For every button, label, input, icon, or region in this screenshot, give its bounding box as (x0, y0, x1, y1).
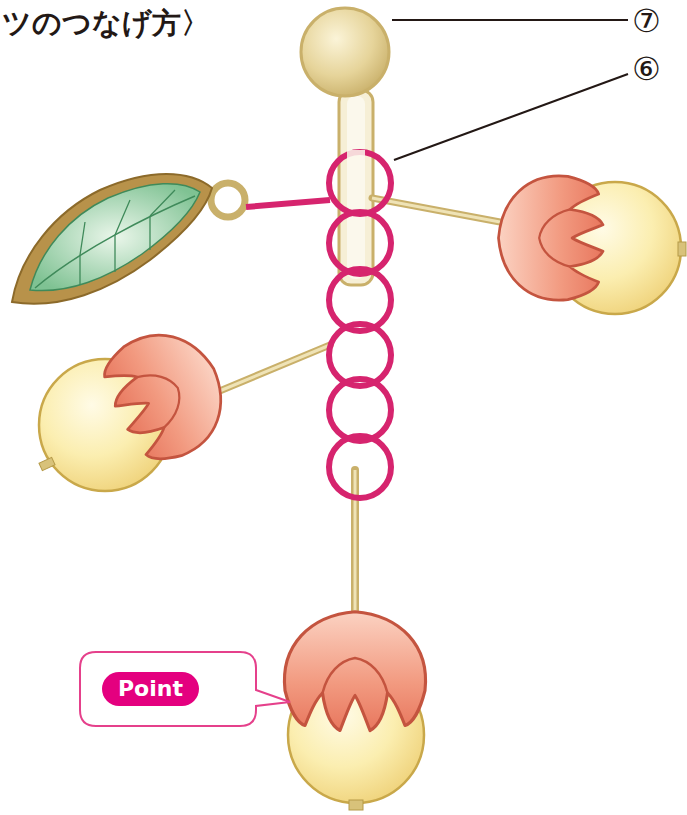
head-pin-front (347, 150, 365, 170)
flower-bead (39, 314, 243, 491)
pin-shine (354, 470, 357, 630)
flower-bead (284, 612, 425, 810)
jump-rings (329, 152, 391, 498)
leaf-charm (12, 174, 245, 304)
section-title: ツのつなげ方〉 (2, 4, 210, 44)
pin-shine (210, 345, 330, 395)
head-pin-shine (347, 96, 365, 279)
callout-number: ⑥ (632, 50, 661, 88)
head-pin (339, 90, 373, 285)
point-tag: Point (102, 672, 199, 706)
leader-line (392, 19, 628, 21)
callout-number: ⑦ (632, 2, 661, 40)
callout-bubble (80, 652, 290, 726)
leader-line (394, 74, 628, 160)
point-label: Point (118, 676, 183, 702)
pin-shine (372, 198, 500, 222)
ring-link (246, 200, 330, 207)
pin (210, 345, 330, 395)
flower-bead (499, 176, 687, 314)
pin (372, 198, 500, 222)
gold-bead (301, 8, 389, 96)
